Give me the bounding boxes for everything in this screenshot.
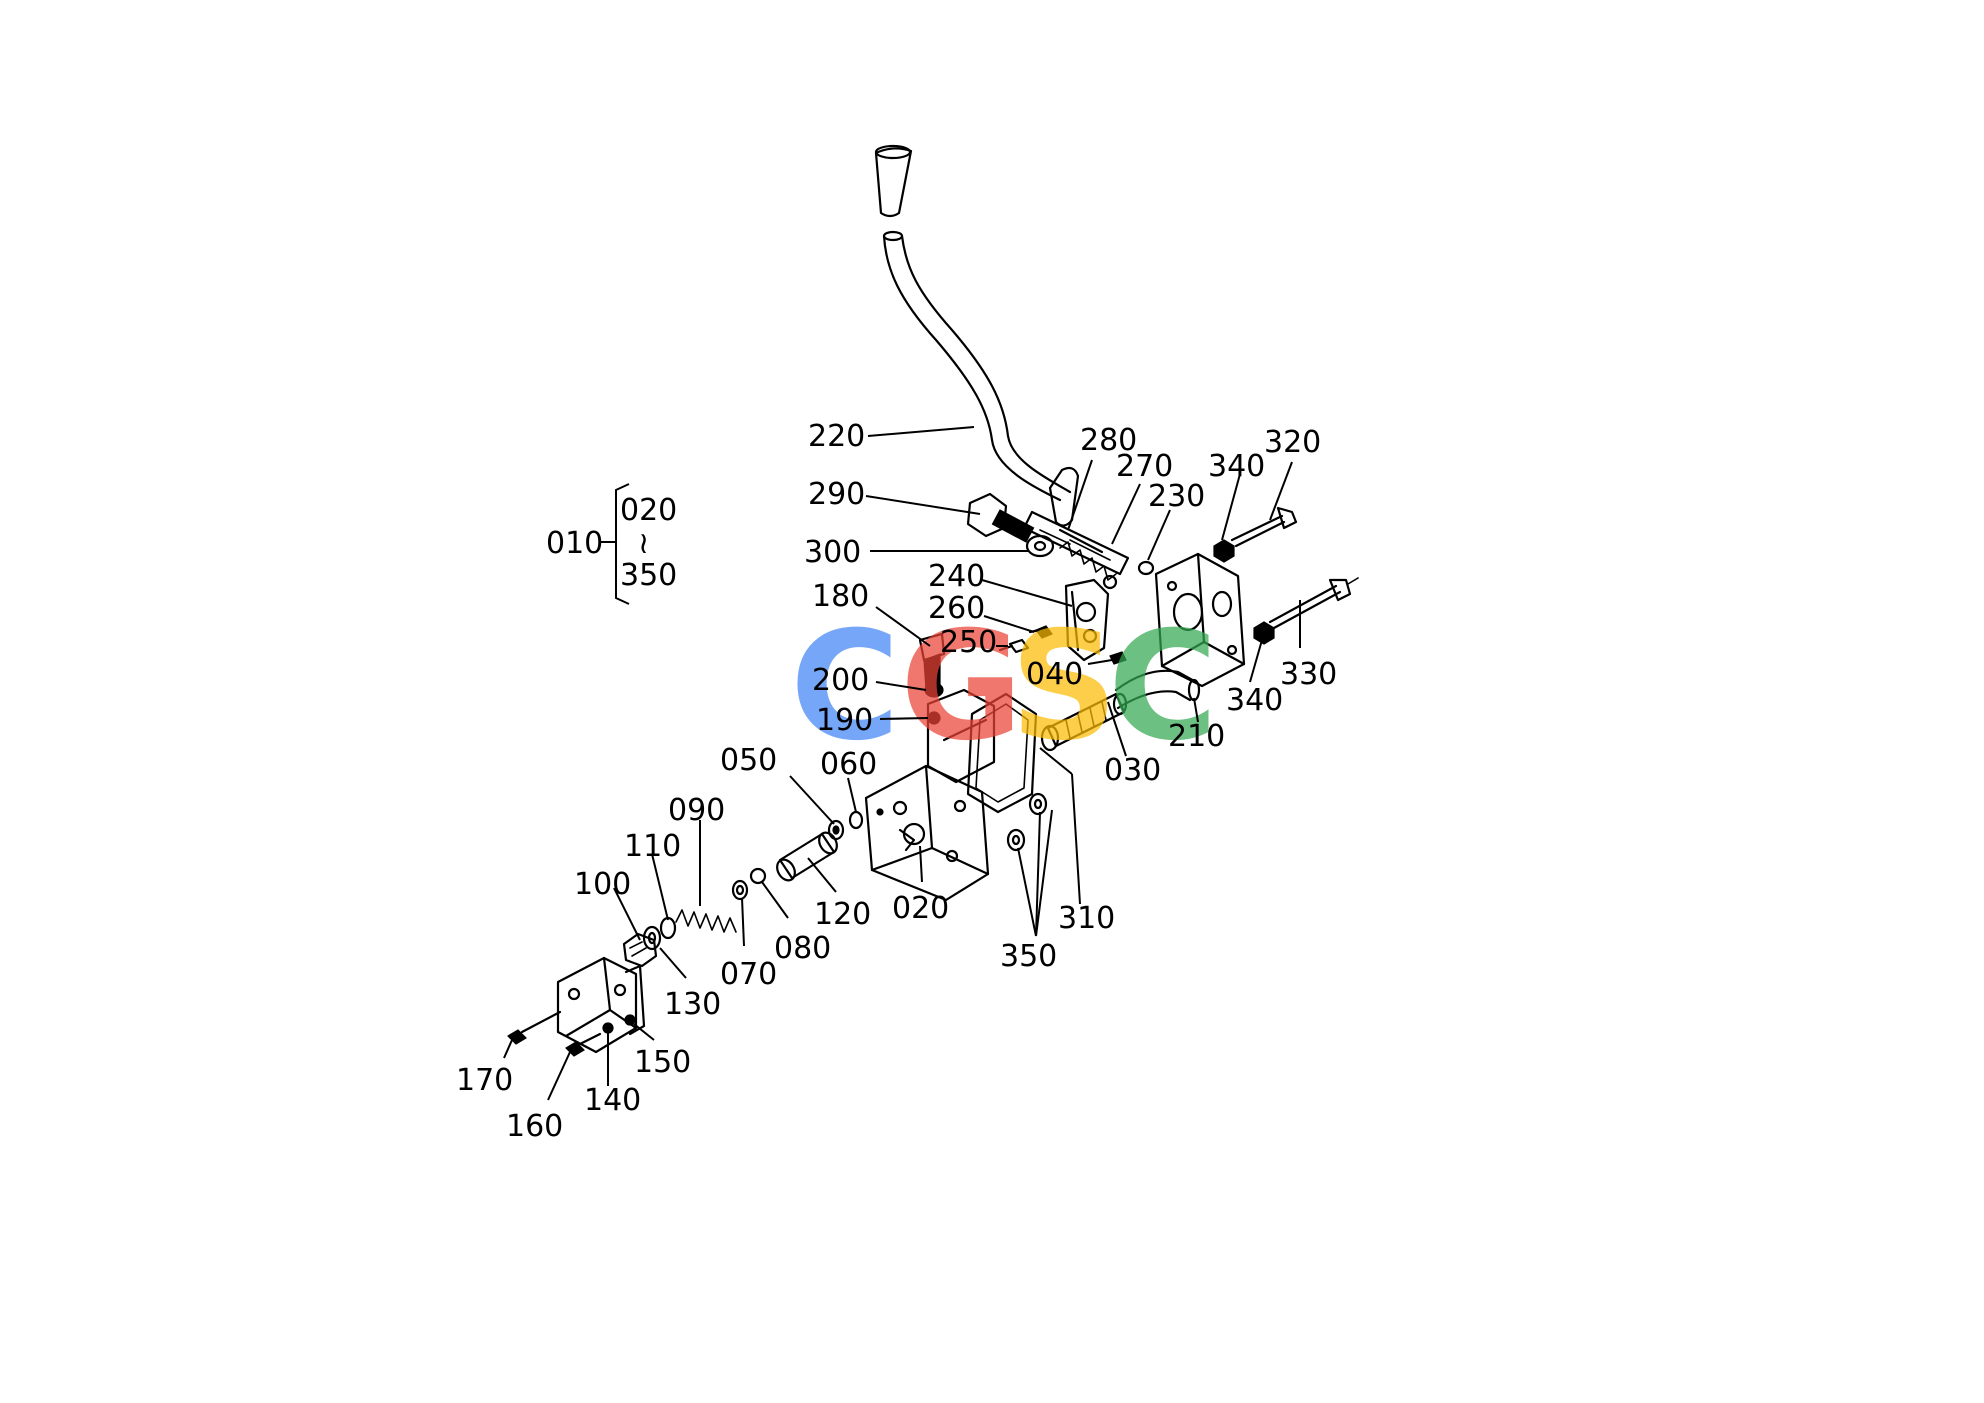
part-labels: 010 020 ≀ 350 220 280 270 340 320 290 23…: [456, 419, 1337, 1144]
label-140: 140: [584, 1083, 641, 1118]
washer-300: [1025, 534, 1055, 558]
assembly-bracket: [600, 483, 630, 605]
label-290: 290: [808, 477, 865, 512]
assembly-range-separator: ≀: [638, 526, 649, 561]
label-280: 280: [1080, 423, 1137, 458]
lever-knob: [874, 144, 913, 218]
bolt-250: [998, 638, 1030, 654]
label-130: 130: [664, 987, 721, 1022]
label-260: 260: [928, 591, 985, 626]
pivot-shaft: [1022, 510, 1130, 590]
ball-080: [749, 867, 767, 885]
label-110: 110: [624, 829, 681, 864]
lever-rod: [882, 230, 1080, 527]
label-050: 050: [720, 743, 777, 778]
seat-070: [731, 879, 749, 901]
end-cover: [556, 956, 646, 1054]
watermark-letter-s: S: [1010, 600, 1118, 774]
label-320: 320: [1264, 425, 1321, 460]
leader-lines: [503, 426, 1301, 1101]
label-100: 100: [574, 867, 631, 902]
label-200: 200: [812, 663, 869, 698]
label-090: 090: [668, 793, 725, 828]
label-330: 330: [1280, 657, 1337, 692]
label-030: 030: [1104, 753, 1161, 788]
label-120: 120: [814, 897, 871, 932]
bolt-260: [1028, 625, 1053, 639]
label-350: 350: [1000, 939, 1057, 974]
nut-340-lower: [1253, 621, 1275, 645]
bracket-240: [1064, 578, 1110, 662]
label-300: 300: [804, 535, 861, 570]
bolt-320: [1230, 506, 1298, 548]
spring-090: [675, 909, 737, 933]
pin-040: [1109, 651, 1127, 665]
label-170: 170: [456, 1063, 513, 1098]
watermark-letter-g: G: [900, 600, 1023, 774]
nut-340-upper: [1213, 539, 1235, 563]
label-250: 250: [940, 625, 997, 660]
shaft-030: [1040, 692, 1128, 752]
bolt-330: [1268, 577, 1359, 630]
ring-060: [848, 810, 864, 830]
label-080: 080: [774, 931, 831, 966]
upper-housing: [1154, 552, 1246, 688]
label-220: 220: [808, 419, 865, 454]
label-040: 040: [1026, 657, 1083, 692]
label-160: 160: [506, 1109, 563, 1144]
washer-110: [659, 916, 677, 940]
label-190: 190: [816, 703, 873, 738]
label-180: 180: [812, 579, 869, 614]
washers-350: [1006, 792, 1048, 852]
spring-upper: [1059, 541, 1117, 581]
assembly-range-start: 020: [620, 493, 677, 528]
label-070: 070: [720, 957, 777, 992]
label-340-upper: 340: [1208, 449, 1265, 484]
label-060: 060: [820, 747, 877, 782]
label-230: 230: [1148, 479, 1205, 514]
washer-230: [1137, 560, 1155, 576]
bolt-170: [507, 1010, 562, 1045]
label-150: 150: [634, 1045, 691, 1080]
label-020: 020: [892, 891, 949, 926]
bolt-290: [966, 492, 1071, 545]
valve-body-020: [864, 688, 996, 902]
ring-050: [827, 819, 845, 841]
watermark-logo: C G S C: [790, 600, 1218, 774]
watermark-letter-c2: C: [1108, 600, 1218, 774]
label-310: 310: [1058, 901, 1115, 936]
label-270: 270: [1116, 449, 1173, 484]
watermark-letter-c1: C: [790, 600, 900, 774]
label-240: 240: [928, 559, 985, 594]
label-210: 210: [1168, 719, 1225, 754]
gasket-310: [966, 692, 1038, 814]
assembly-label-main: 010: [546, 526, 603, 561]
label-340-lower: 340: [1226, 683, 1283, 718]
assembly-range-end: 350: [620, 558, 677, 593]
cylinder-120: [776, 831, 838, 882]
